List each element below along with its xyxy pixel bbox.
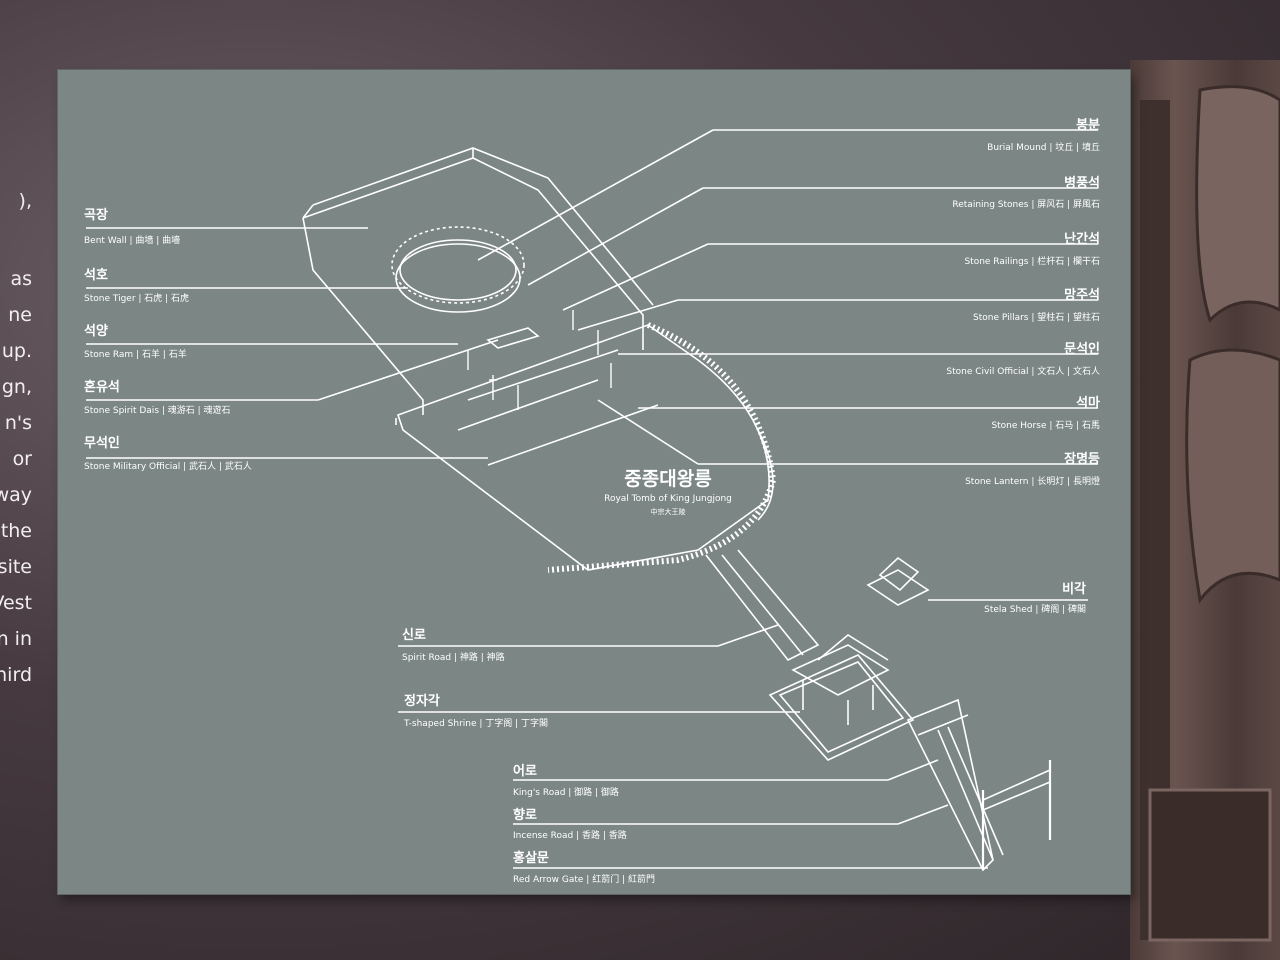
label-burial-mound-ko: 봉분 (1076, 114, 1100, 133)
text-fragment: ), (19, 190, 32, 212)
label-retaining-stones-en: Retaining Stones | 屏风石 | 屛風石 (952, 197, 1100, 210)
text-fragment: ne (8, 304, 32, 326)
tomb-title-en: Royal Tomb of King Jungjong (568, 494, 768, 504)
label-stone-horse-ko: 석마 (1076, 392, 1100, 411)
label-stone-ram-en: Stone Ram | 石羊 | 石羊 (84, 347, 187, 360)
text-fragment: as (10, 268, 32, 290)
label-red-arrow-gate-en: Red Arrow Gate | 红箭门 | 紅箭門 (513, 872, 655, 885)
label-spirit-road-en: Spirit Road | 神路 | 神路 (402, 650, 505, 663)
text-fragment: n's (5, 412, 32, 434)
label-stone-civil-official-ko: 문석인 (1064, 338, 1100, 357)
text-fragment: up. (2, 340, 32, 362)
label-retaining-stones-ko: 병풍석 (1064, 172, 1100, 191)
text-fragment: Vest (0, 592, 32, 614)
label-stela-shed-en: Stela Shed | 碑阁 | 碑閣 (984, 602, 1086, 615)
label-stone-lantern-en: Stone Lantern | 长明灯 | 長明燈 (965, 474, 1100, 487)
label-kings-road-en: King's Road | 御路 | 御路 (513, 785, 619, 798)
label-bent-wall-ko: 곡장 (84, 204, 108, 223)
label-stone-railings-en: Stone Railings | 栏杆石 | 欄干石 (964, 254, 1100, 267)
label-kings-road-ko: 어로 (513, 760, 537, 779)
label-stone-tiger-ko: 석호 (84, 264, 108, 283)
tomb-title-hanja: 中宗大王陵 (568, 507, 768, 517)
text-fragment: n in (0, 628, 32, 650)
label-incense-road-en: Incense Road | 香路 | 香路 (513, 828, 627, 841)
label-spirit-road-ko: 신로 (402, 624, 426, 643)
label-burial-mound-en: Burial Mound | 坟丘 | 墳丘 (987, 140, 1100, 153)
label-stone-pillars-ko: 망주석 (1064, 284, 1100, 303)
text-fragment: hird (0, 664, 32, 686)
label-bent-wall-en: Bent Wall | 曲墙 | 曲墻 (84, 233, 180, 246)
text-fragment: way (0, 484, 32, 506)
text-fragment: gn, (2, 376, 32, 398)
bronze-frame (1130, 60, 1280, 960)
text-fragment: site (0, 556, 32, 578)
label-incense-road-ko: 향로 (513, 804, 537, 823)
bronze-relief (1130, 60, 1280, 960)
text-fragment: or (13, 448, 32, 470)
label-stela-shed-ko: 비각 (1062, 578, 1086, 597)
label-stone-military-official-ko: 무석인 (84, 432, 120, 451)
label-stone-tiger-en: Stone Tiger | 石虎 | 石虎 (84, 291, 189, 304)
tomb-title-ko: 중종대왕릉 (568, 464, 768, 491)
label-stone-spirit-dais-ko: 혼유석 (84, 376, 120, 395)
label-stone-horse-en: Stone Horse | 石马 | 石馬 (991, 418, 1100, 431)
label-stone-lantern-ko: 장명등 (1064, 448, 1100, 467)
label-stone-railings-ko: 난간석 (1064, 228, 1100, 247)
text-fragment: the (1, 520, 32, 542)
map-board: 곡장 Bent Wall | 曲墙 | 曲墻 석호 Stone Tiger | … (58, 70, 1130, 894)
left-panel-text: ), as ne up. gn, n's or way the site Ves… (0, 90, 40, 710)
label-stone-spirit-dais-en: Stone Spirit Dais | 魂游石 | 魂遊石 (84, 403, 231, 416)
label-stone-military-official-en: Stone Military Official | 武石人 | 武石人 (84, 459, 252, 472)
label-stone-civil-official-en: Stone Civil Official | 文石人 | 文石人 (946, 364, 1100, 377)
label-red-arrow-gate-ko: 홍살문 (513, 847, 549, 866)
label-stone-ram-ko: 석양 (84, 320, 108, 339)
label-stone-pillars-en: Stone Pillars | 望柱石 | 望柱石 (973, 310, 1100, 323)
label-t-shaped-shrine-en: T-shaped Shrine | 丁字阁 | 丁字閣 (404, 716, 548, 729)
label-t-shaped-shrine-ko: 정자각 (404, 690, 440, 709)
